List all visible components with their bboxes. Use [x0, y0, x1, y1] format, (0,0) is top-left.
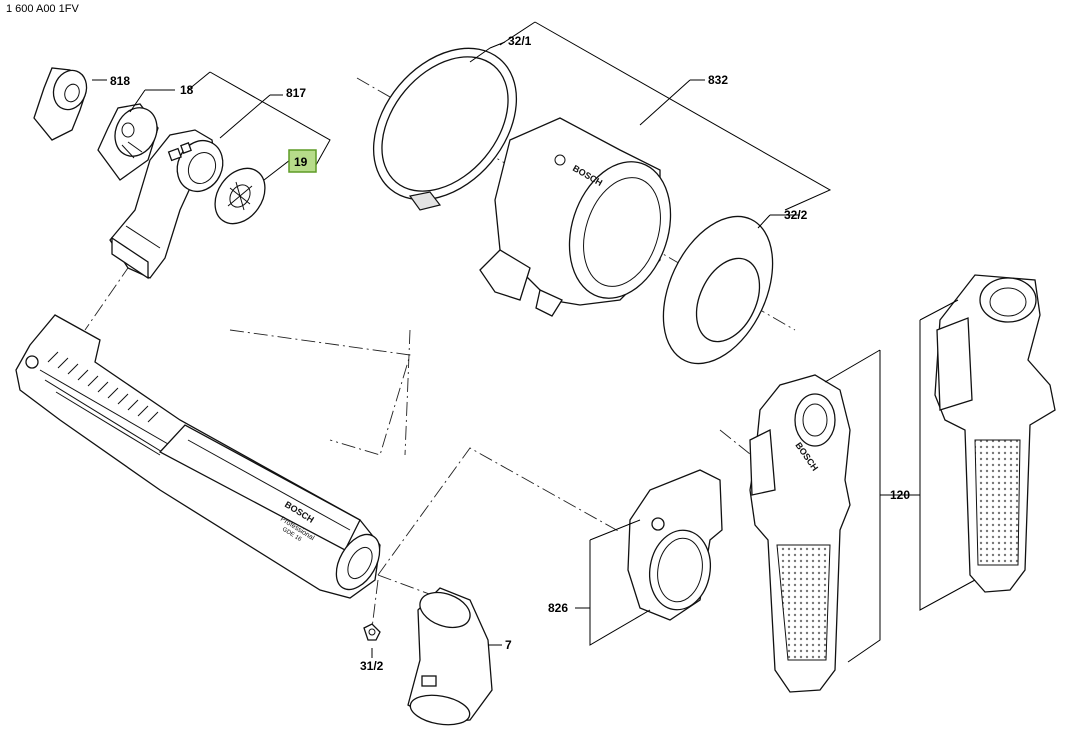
label-826[interactable]: 826 [548, 601, 568, 615]
part-120-side-handle-front[interactable]: BOSCH [749, 374, 851, 693]
label-18[interactable]: 18 [180, 83, 194, 97]
label-31-2[interactable]: 31/2 [360, 659, 384, 673]
label-7[interactable]: 7 [505, 638, 512, 652]
part-818-front-cap[interactable] [33, 66, 92, 141]
label-818[interactable]: 818 [110, 74, 130, 88]
part-32-2-flat-ring[interactable] [642, 199, 795, 381]
label-120[interactable]: 120 [890, 488, 910, 502]
leader-lines [92, 21, 976, 663]
part-832-adapter-housing[interactable]: BOSCH [479, 117, 687, 317]
part-31-2-screw[interactable] [363, 623, 381, 641]
part-labels: 818 18 817 19 32/1 832 32/2 120 826 7 31… [110, 34, 910, 673]
highlight-box-part-19 [288, 149, 317, 173]
part-18-seal-holder[interactable] [97, 101, 165, 181]
part-7-elbow-adapter[interactable] [407, 586, 493, 729]
part-120-side-handle-side[interactable] [934, 274, 1056, 593]
part-826-clamp[interactable] [627, 469, 723, 621]
label-32-1[interactable]: 32/1 [508, 34, 532, 48]
label-32-2[interactable]: 32/2 [784, 208, 808, 222]
part-19-seal-disc[interactable] [205, 159, 275, 233]
label-817[interactable]: 817 [286, 86, 306, 100]
label-19[interactable]: 19 [294, 155, 308, 169]
main-telescopic-body[interactable]: BOSCH Professional GDE 16 [15, 314, 389, 599]
label-832[interactable]: 832 [708, 73, 728, 87]
part-32-1-ring[interactable] [344, 20, 545, 227]
document-id: 1 600 A00 1FV [6, 3, 79, 15]
part-817-suction-head[interactable] [109, 129, 231, 280]
